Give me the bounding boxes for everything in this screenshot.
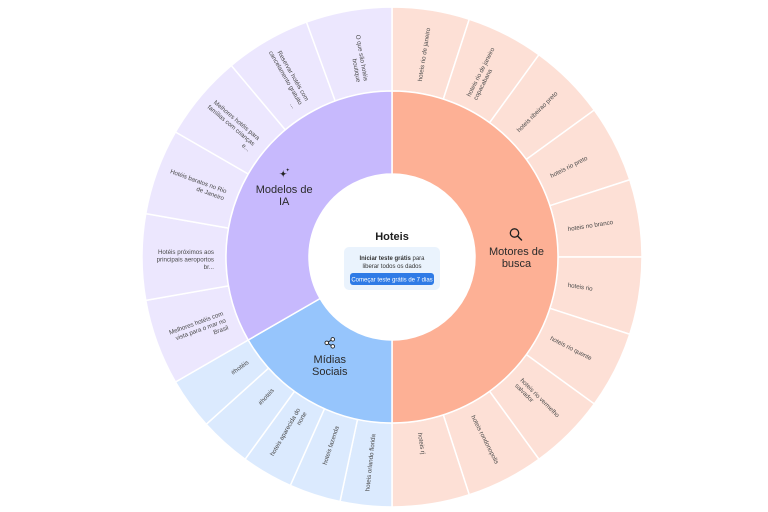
center-title: Hoteis [375,231,409,243]
start-trial-button-label[interactable]: Começar teste grátis de 7 dias [351,278,432,284]
search-icon [509,228,523,241]
category-label-ia: IA [279,196,290,208]
share-icon [324,337,336,349]
trial-text-rest: para [411,256,425,262]
category-label-social: Mídias [314,354,347,366]
sparkle-icon [279,167,290,178]
trial-text-line1: Iniciar teste grátis para [359,256,425,262]
leaf-label: hoteis rj [416,432,426,455]
trial-text-line2: liberar todos os dados [362,264,421,270]
category-label-motores: Motores de [489,246,544,258]
category-label-ia: Modelos de [256,184,313,196]
center-panel: Hoteis Iniciar teste grátis para liberar… [309,174,475,340]
category-label-motores: busca [502,258,532,270]
trial-text-strong: Iniciar teste grátis [359,256,411,262]
start-trial-button[interactable] [350,273,434,285]
category-label-social: Sociais [312,366,348,378]
leaf-label: hoteis rio [567,282,593,293]
